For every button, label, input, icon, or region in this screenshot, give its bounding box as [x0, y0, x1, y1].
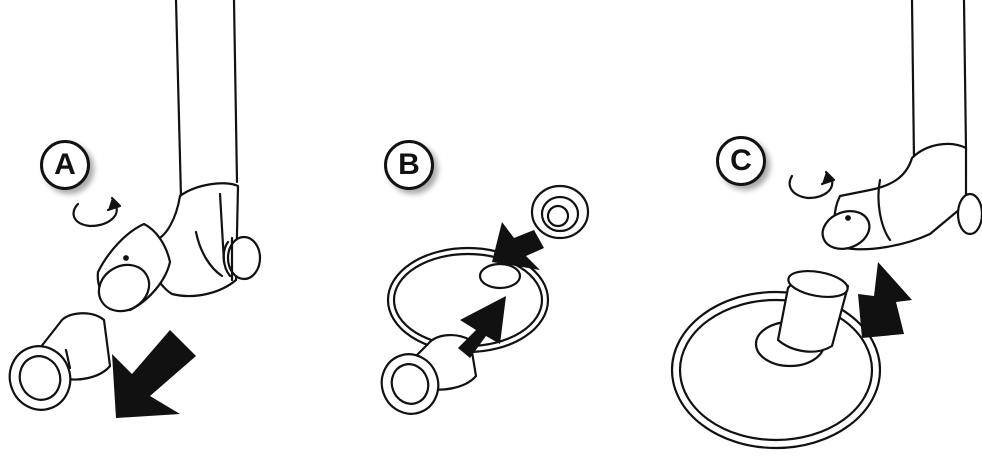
step-label-a: A — [40, 140, 90, 190]
arrow-a — [112, 330, 196, 418]
arrow-b-small — [492, 222, 544, 270]
knob-c — [958, 194, 982, 234]
step-label-b: B — [384, 140, 434, 190]
shield-c — [672, 292, 880, 448]
panel-a — [1, 0, 260, 418]
cup-a — [1, 313, 110, 418]
tube-c — [912, 0, 966, 160]
arrow-c — [858, 262, 912, 338]
tube-a — [176, 0, 237, 198]
valve-b — [532, 186, 588, 238]
panel-c — [672, 0, 982, 448]
step-label-c: C — [716, 136, 766, 186]
panel-b — [373, 186, 588, 422]
